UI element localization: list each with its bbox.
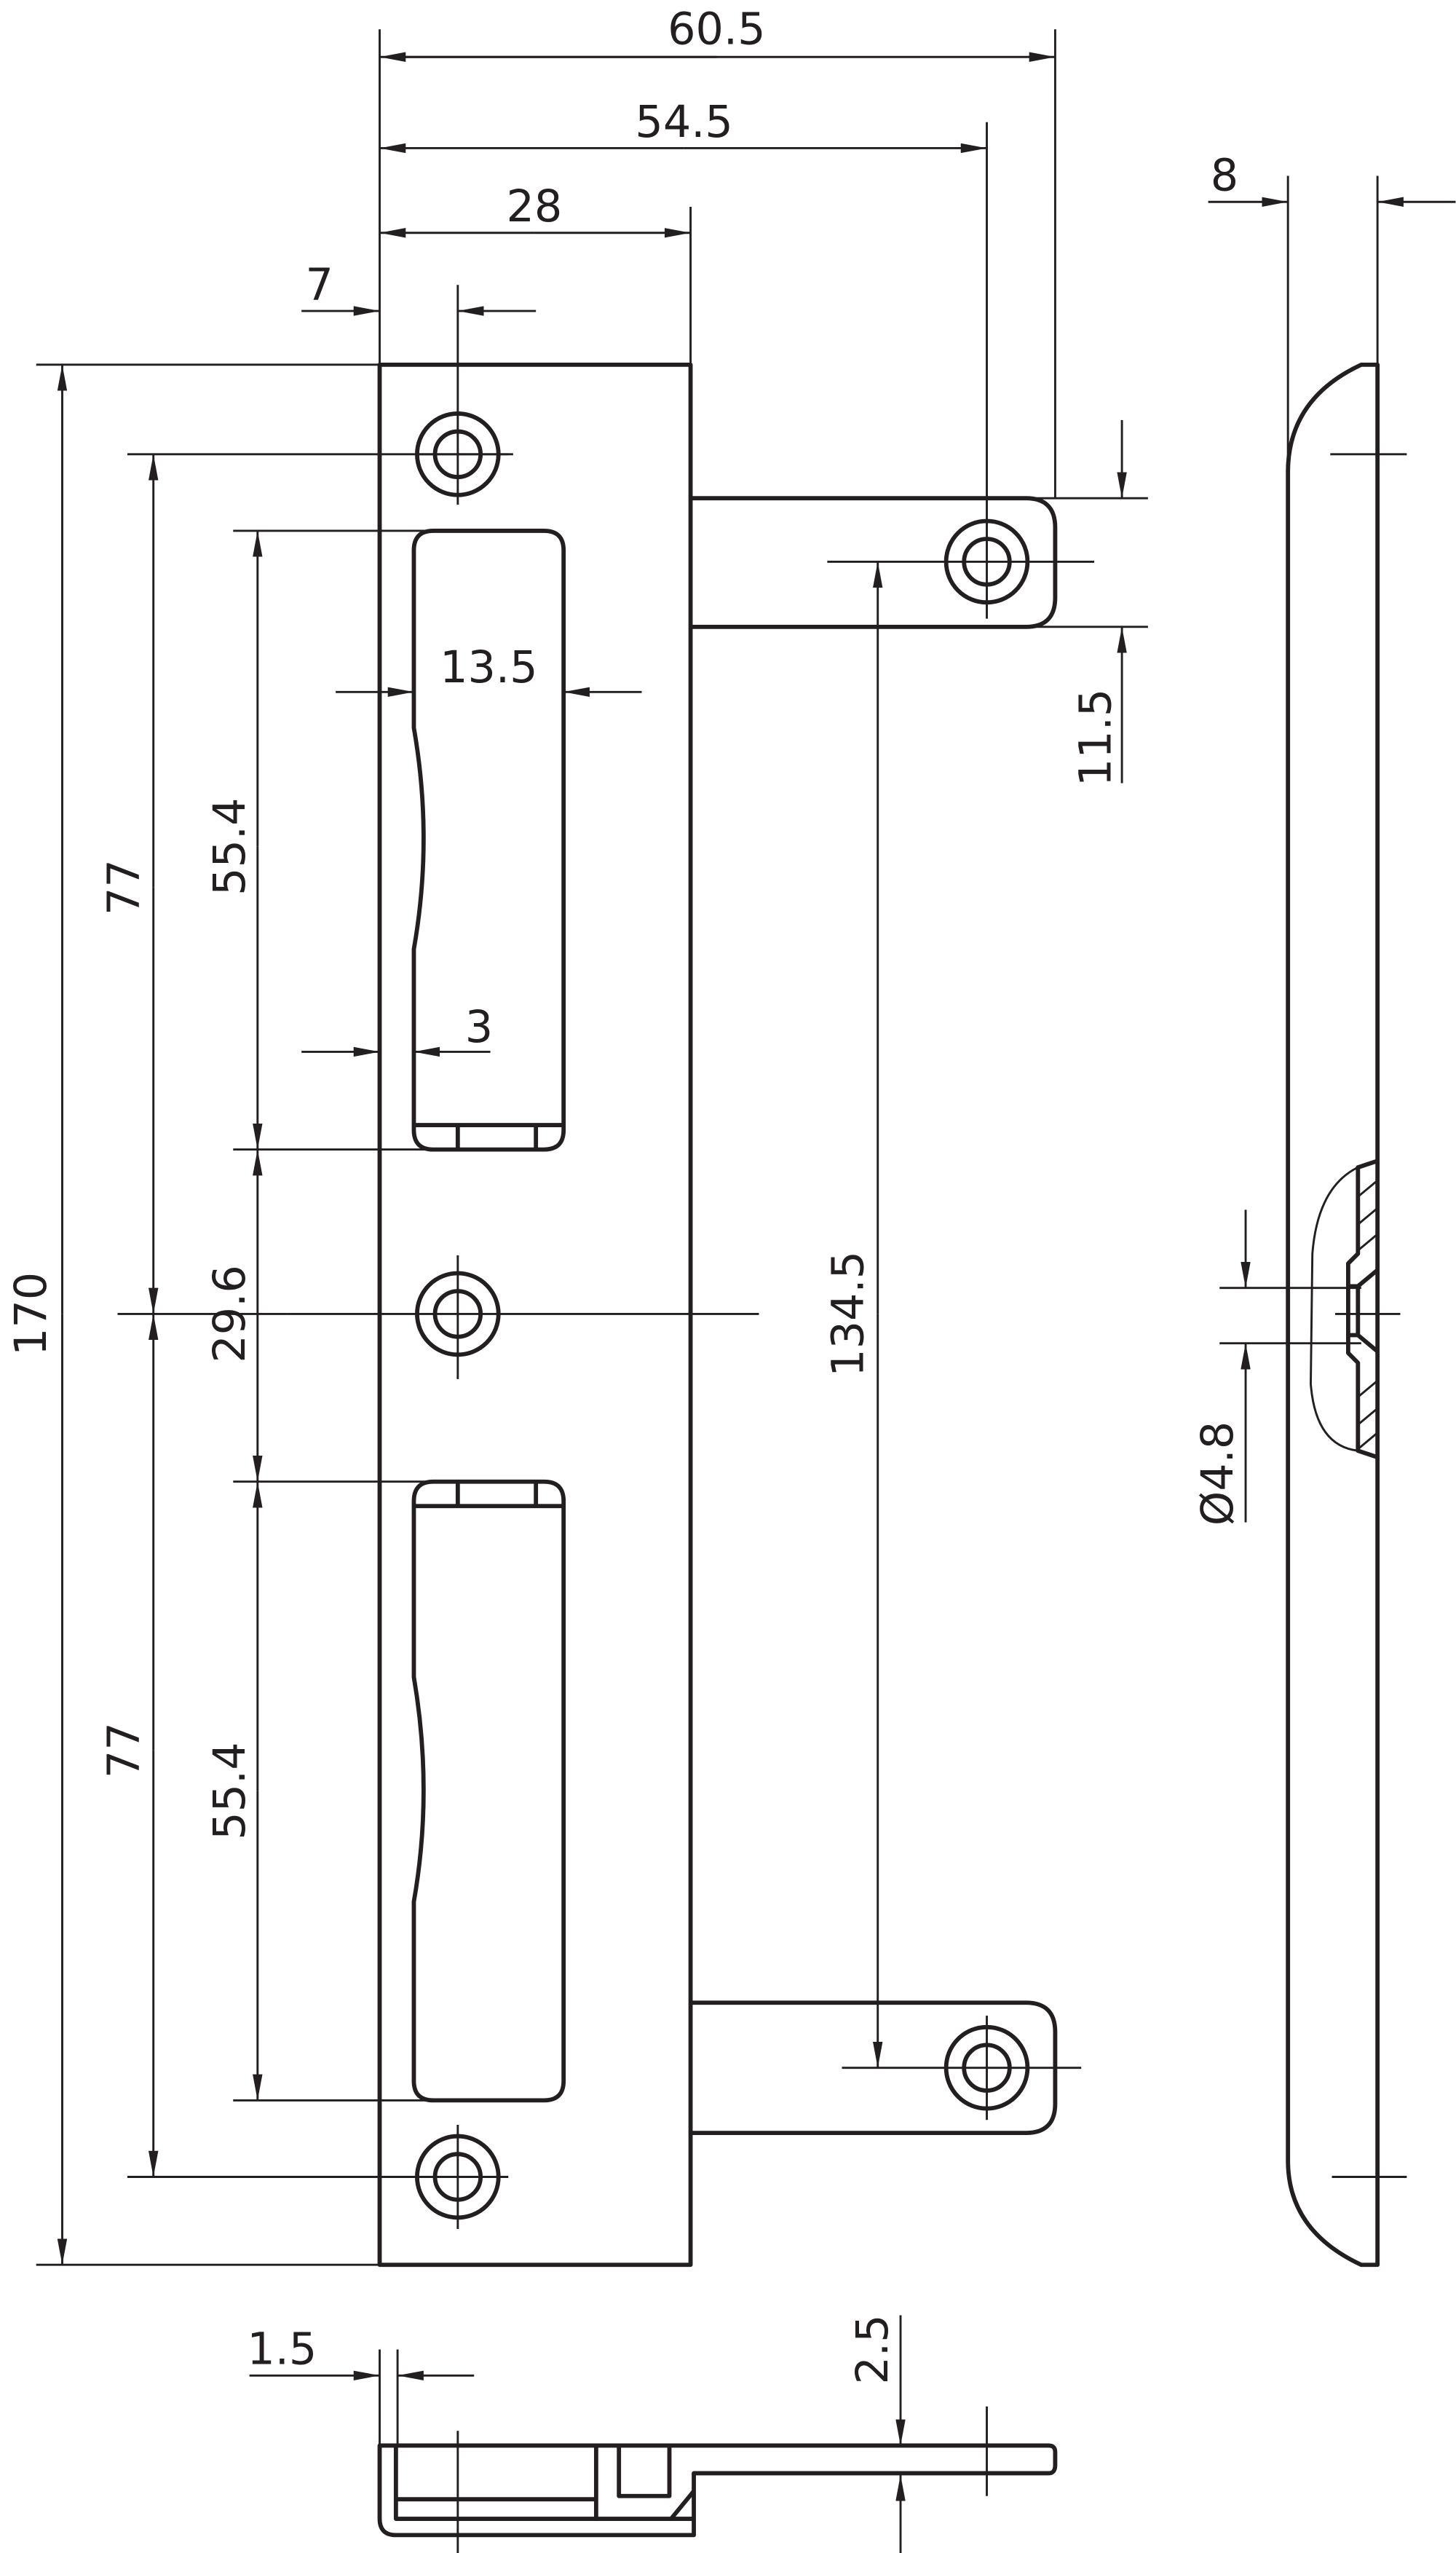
dim-hole-spacing-bottom: 77 [99, 1722, 150, 1778]
dim-slot-width: 13.5 [440, 642, 537, 693]
dim-slot-length-top: 55.4 [205, 798, 256, 896]
dim-slot-edge: 3 [465, 1002, 493, 1053]
side-view [1286, 362, 1407, 2268]
dim-material-thickness: 1.5 [247, 2324, 317, 2375]
bottom-profile [377, 2443, 1058, 2538]
dim-hole-spacing-top: 77 [99, 859, 150, 915]
dim-overall-height: 170 [6, 1272, 57, 1356]
bottom-view [377, 2406, 1058, 2553]
front-view [287, 122, 1095, 2268]
dim-side-thickness: 8 [1211, 151, 1238, 202]
dim-plate-width: 28 [507, 181, 563, 232]
dim-countersink-diameter: Ø4.8 [1192, 1421, 1243, 1526]
bottom-slot [411, 1479, 566, 2103]
dim-hole-offset: 7 [306, 259, 333, 310]
dim-tab-hole-offset: 54.5 [635, 97, 732, 148]
dim-slot-length-bottom: 55.4 [205, 1742, 256, 1839]
dimension-labels: 60.5 54.5 28 7 8 170 77 77 55.4 29.6 55.… [6, 4, 1243, 2384]
side-profile [1286, 362, 1380, 2268]
dim-tab-width: 11.5 [1070, 689, 1121, 786]
side-centerlines [1330, 453, 1407, 2178]
dim-tab-thickness: 2.5 [847, 2315, 898, 2385]
bottom-slot-detail [414, 1481, 564, 1509]
dimension-lines [36, 29, 1456, 2553]
dim-slot-gap: 29.6 [205, 1265, 256, 1362]
top-slot [411, 529, 566, 1152]
dim-overall-width: 60.5 [668, 4, 765, 55]
section-hatching [1357, 1179, 1379, 1451]
top-slot-detail [414, 1123, 564, 1150]
dim-tab-hole-spacing: 134.5 [823, 1251, 874, 1377]
countersink-section [1345, 1159, 1380, 1459]
